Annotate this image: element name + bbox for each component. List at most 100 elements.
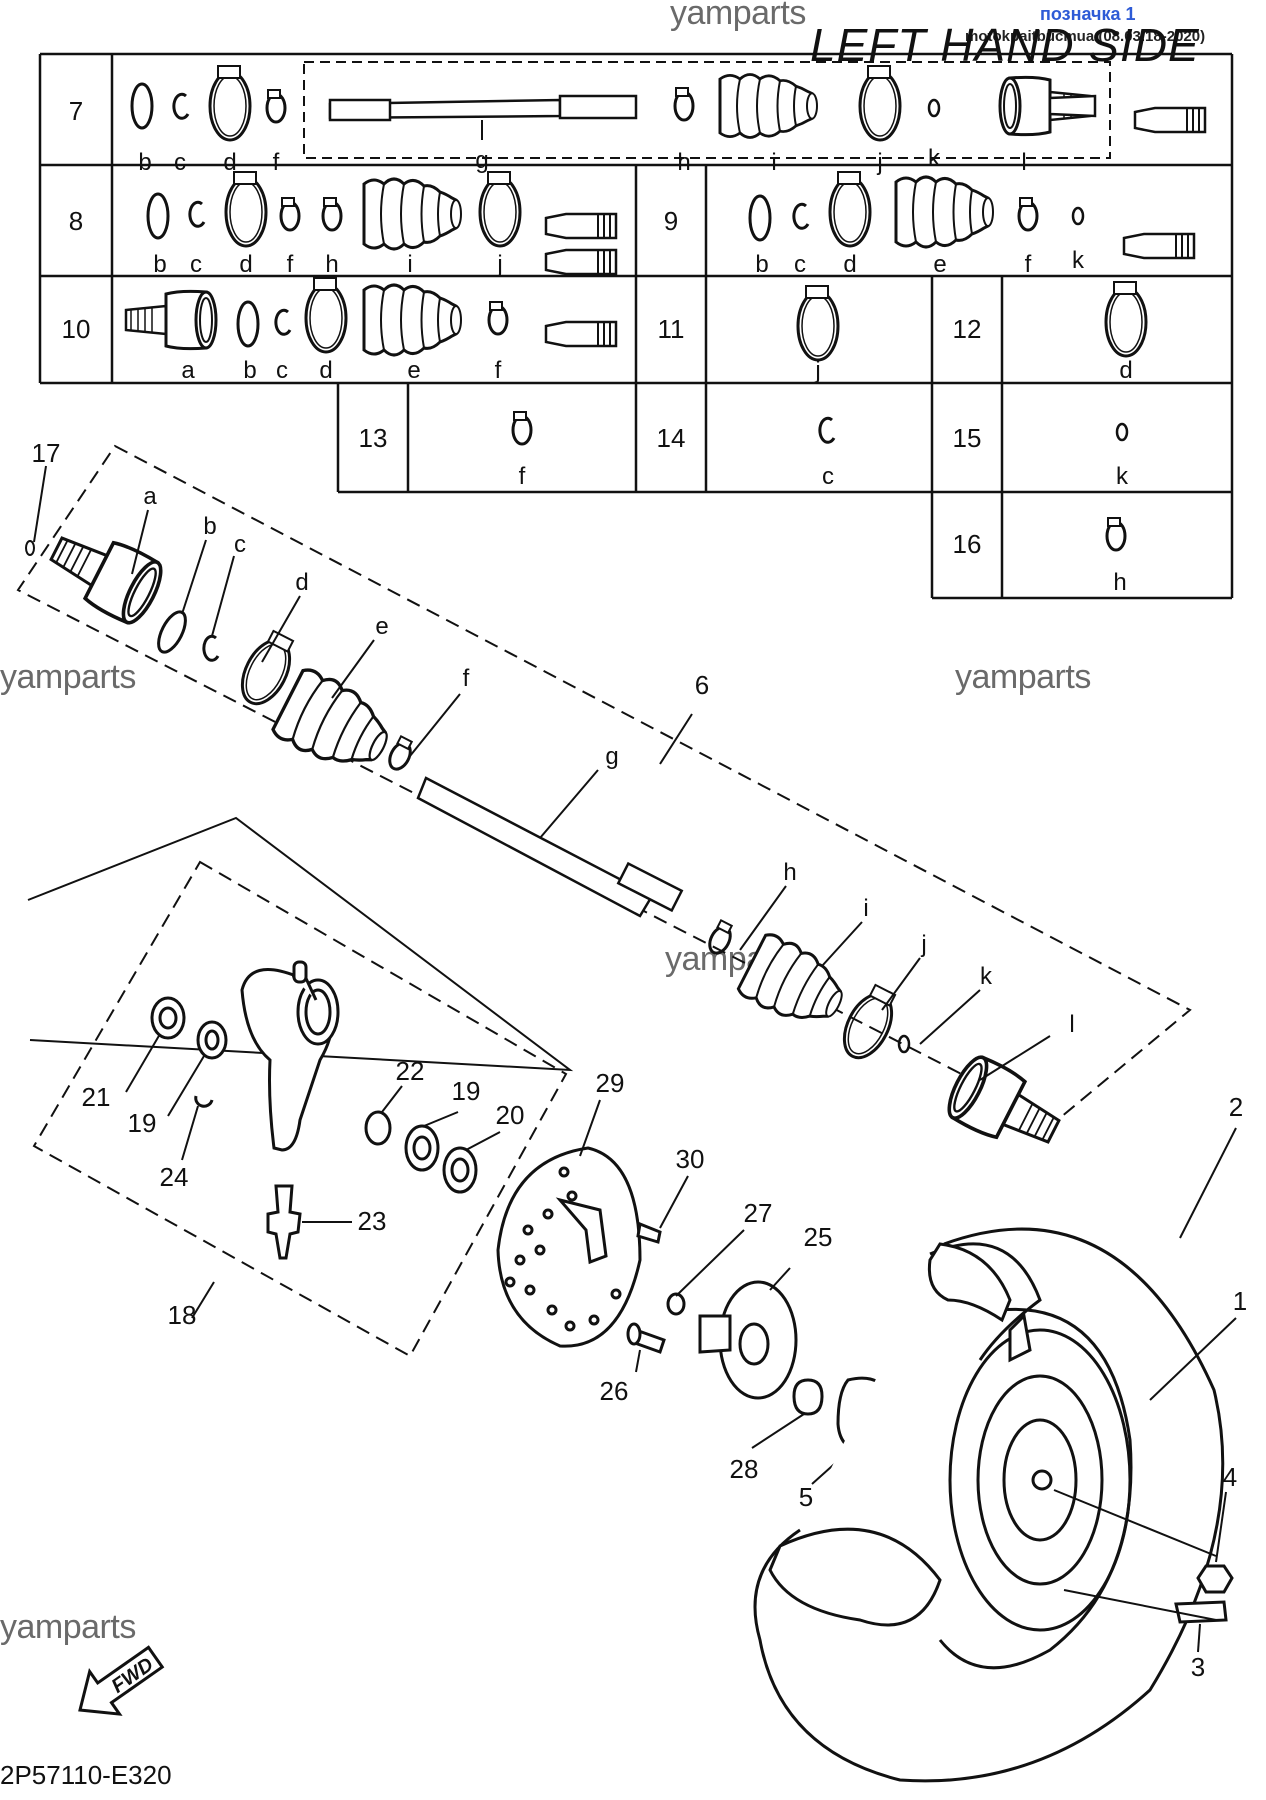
shaft-label: g: [605, 743, 618, 770]
knuckle-dashed-box: [32, 860, 568, 1358]
kit9-letter: c: [794, 251, 806, 278]
kit7-letter: i: [771, 149, 776, 176]
washer-icon: [1115, 422, 1129, 442]
part-label: 24: [160, 1162, 189, 1192]
kit8-letter: h: [325, 251, 338, 278]
kit7-dashed-box: [303, 61, 1111, 159]
knuckle-parts: [150, 960, 478, 1260]
kit-number: 10: [62, 314, 91, 344]
kit10-letter: a: [181, 357, 195, 384]
kit8-parts: [146, 170, 618, 276]
kit7-letter: b: [138, 149, 151, 176]
kit11-letter: j: [814, 357, 820, 384]
shaft-label: h: [783, 859, 796, 886]
part-label: 20: [496, 1100, 525, 1130]
kit-number: 15: [953, 423, 982, 453]
kit13-letter: f: [519, 463, 526, 490]
part-label: 19: [128, 1108, 157, 1138]
part-label: 30: [676, 1144, 705, 1174]
kit8-letter: b: [153, 251, 166, 278]
kit8-letter: j: [496, 251, 502, 278]
kit7-letter: l: [1021, 149, 1026, 176]
tracker-text: motokpaitbucmua (08.03.18-2020): [965, 28, 1206, 45]
part-label: 21: [82, 1082, 111, 1112]
hub: [626, 1221, 894, 1454]
lug-parts: [1174, 1564, 1234, 1624]
kit10-letter: f: [495, 357, 502, 384]
shaft-label: b: [203, 513, 216, 540]
shaft-label: e: [375, 613, 388, 640]
kit-number: 8: [69, 206, 83, 236]
kit-number: 9: [664, 206, 678, 236]
drive-shaft-assembly: [39, 516, 1071, 1164]
page-title: LEFT HAND SIDE: [810, 19, 1200, 71]
kit8-letter: c: [190, 251, 202, 278]
kit10-letter: b: [243, 357, 256, 384]
circlip-icon: [818, 416, 836, 444]
brake-disc: [496, 1146, 642, 1348]
part-label: 3: [1191, 1652, 1205, 1682]
kit7-letter: j: [876, 149, 882, 176]
bookmark-link[interactable]: позначка 1: [1040, 4, 1136, 24]
shaft-label: c: [234, 531, 246, 558]
kit8-letter: f: [287, 251, 294, 278]
kit10-letter: d: [319, 357, 332, 384]
kit9-letter: d: [843, 251, 856, 278]
kit-number: 13: [359, 423, 388, 453]
shaft-label: d: [295, 569, 308, 596]
shaft-label: i: [863, 895, 868, 922]
kit8-letter: i: [407, 251, 412, 278]
part-label: 5: [799, 1482, 813, 1512]
watermark-bottom-left: yamparts: [0, 1608, 136, 1646]
shaft-label: k: [980, 963, 993, 990]
part-label: 2: [1229, 1092, 1243, 1122]
part-label: 27: [744, 1198, 773, 1228]
kit7-parts: [130, 64, 1207, 142]
kit10-letter: e: [407, 357, 420, 384]
diagram-code: 2P57110-E320: [0, 1760, 172, 1790]
part-label: 4: [1223, 1462, 1237, 1492]
part-label: 28: [730, 1454, 759, 1484]
kit8-letter: d: [239, 251, 252, 278]
part-label: 22: [396, 1056, 425, 1086]
part-label: 18: [168, 1300, 197, 1330]
kit7-letter: d: [223, 149, 236, 176]
kit-number: 14: [657, 423, 686, 453]
clamp-icon: [796, 284, 840, 362]
kit9-letter: f: [1025, 251, 1032, 278]
watermark-right-mid: yamparts: [955, 658, 1091, 696]
shaft-label: 17: [32, 438, 61, 468]
kit9-parts: [748, 170, 1196, 260]
part-label: 23: [358, 1206, 387, 1236]
kit15-letter: k: [1116, 463, 1129, 490]
small-clamp-icon: [511, 410, 533, 446]
kit-number: 7: [69, 96, 83, 126]
part-label: 19: [452, 1076, 481, 1106]
kit-number: 11: [658, 314, 685, 344]
shaft-label: j: [920, 931, 926, 958]
kit7-letter: f: [273, 149, 280, 176]
shaft-label: 6: [695, 670, 709, 700]
kit7-letter: k: [928, 145, 941, 172]
kit-number: 12: [953, 314, 982, 344]
fwd-arrow-icon: FWD: [78, 1645, 165, 1716]
kit9-letter: b: [755, 251, 768, 278]
wheel: [753, 1227, 1225, 1783]
drive-shaft-icon: [328, 94, 638, 140]
shaft-dashed-outline: [16, 444, 1192, 1124]
clamp-icon: [1104, 280, 1148, 358]
kit10-letter: c: [276, 357, 288, 384]
kit9-letter: e: [933, 251, 946, 278]
kit12-letter: d: [1119, 357, 1132, 384]
part-label: 29: [596, 1068, 625, 1098]
part-label: 26: [600, 1376, 629, 1406]
watermark-left-mid: yamparts: [0, 658, 136, 696]
part-label: 1: [1233, 1286, 1247, 1316]
watermark-top: yamparts: [670, 0, 806, 32]
kit7-letter: g: [475, 147, 488, 174]
part-label: 25: [804, 1222, 833, 1252]
shaft-label: l: [1069, 1011, 1074, 1038]
small-clamp-icon: [1105, 516, 1127, 552]
kit14-letter: c: [822, 463, 834, 490]
